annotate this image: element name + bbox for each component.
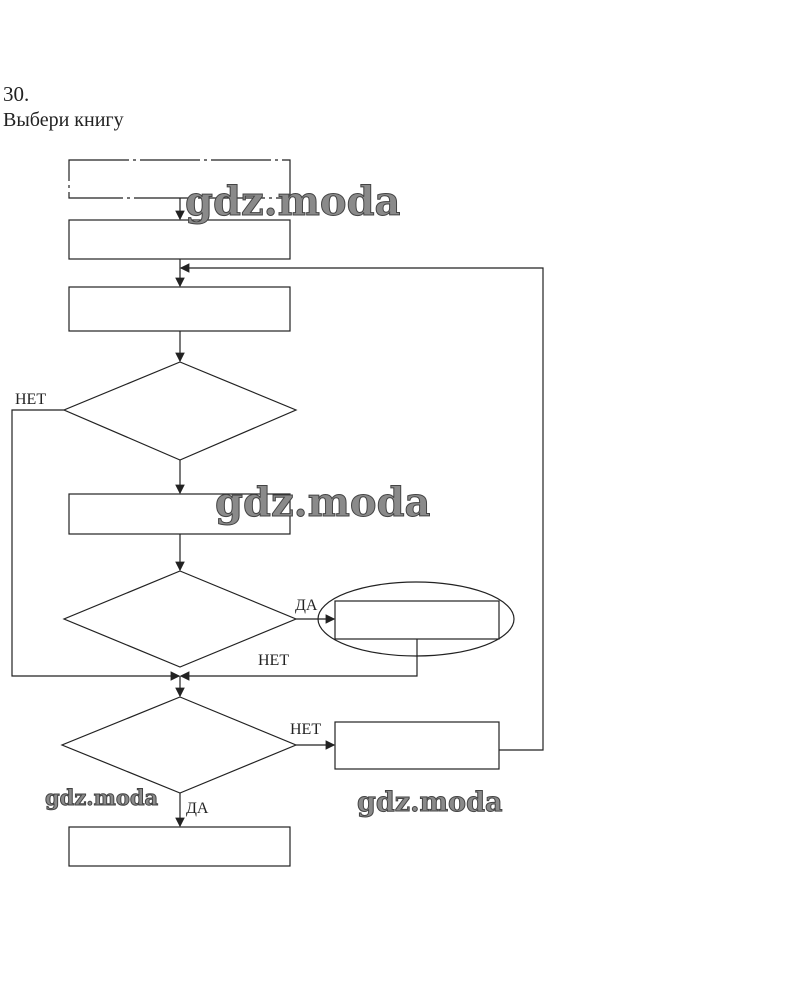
process-box-7 xyxy=(68,826,291,867)
watermark: gdz.moda xyxy=(45,785,159,810)
watermark: gdz.moda xyxy=(185,178,400,225)
label-no-3: НЕТ xyxy=(290,721,321,738)
no-branch-connector-1 xyxy=(11,409,181,681)
label-yes-3: ДА xyxy=(186,800,209,817)
decision-diamond-2 xyxy=(62,570,298,668)
label-no-2: НЕТ xyxy=(258,652,289,669)
process-box-2 xyxy=(68,219,291,260)
watermark: gdz.moda xyxy=(357,787,502,818)
decision-diamond-3 xyxy=(60,696,298,794)
process-box-3 xyxy=(68,286,291,332)
label-yes-2: ДА xyxy=(295,597,318,614)
task-number: 30. xyxy=(3,82,29,106)
decision-diamond-1 xyxy=(62,361,298,461)
merge-connector xyxy=(179,639,418,681)
task-title: Выбери книгу xyxy=(3,109,124,131)
watermark: gdz.moda xyxy=(215,479,430,526)
loop-back-connector xyxy=(179,263,544,751)
process-box-5 xyxy=(334,600,500,640)
highlight-ellipse xyxy=(317,581,515,657)
label-no-1: НЕТ xyxy=(15,391,46,408)
process-box-6 xyxy=(334,721,500,770)
